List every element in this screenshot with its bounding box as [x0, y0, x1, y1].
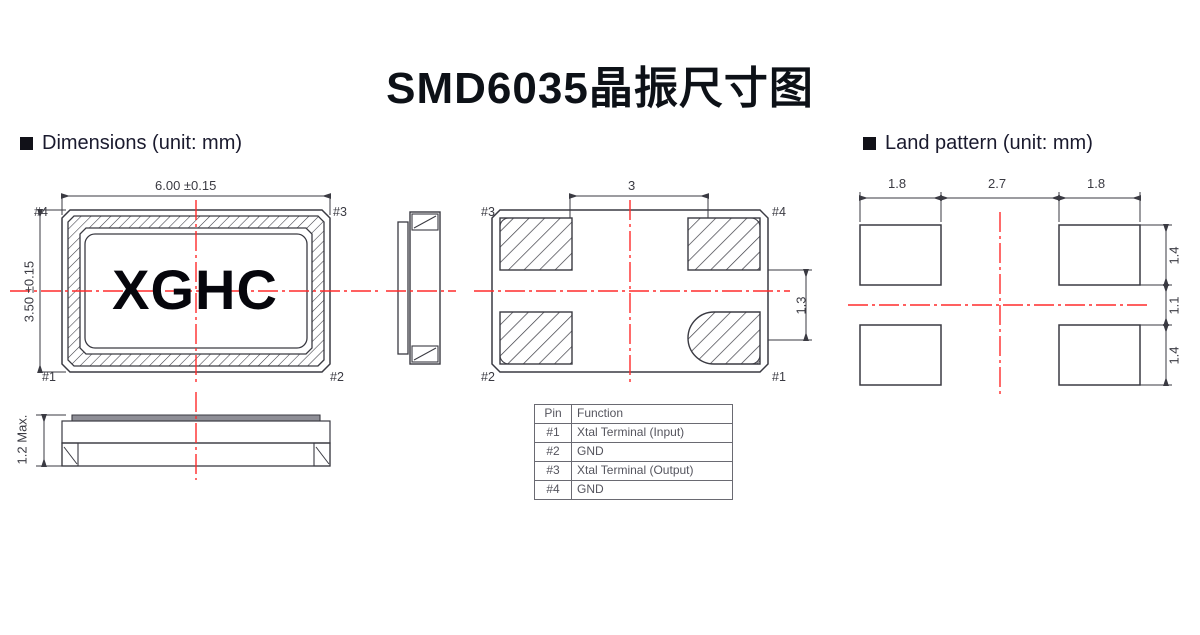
table-cell-pin: #3 [534, 461, 572, 481]
bottom-view-pad-2 [499, 311, 573, 365]
top-view-width-dimension [61, 193, 331, 215]
bottom-view-pad-4 [687, 217, 761, 271]
table-cell-function: GND [571, 480, 733, 500]
dim-land-pattern-h-1: 1.8 [888, 176, 907, 191]
table-cell-function: Xtal Terminal (Output) [571, 461, 733, 481]
square-bullet-icon [20, 137, 33, 150]
pin-label-bottom-view-4: #4 [772, 205, 786, 219]
top-view-height-dimension [37, 209, 66, 373]
table-row: #2 GND [534, 442, 733, 462]
land-pattern-centerlines [848, 212, 1148, 398]
side-view [397, 211, 441, 365]
table-row: #3 Xtal Terminal (Output) [534, 461, 733, 481]
pin-label-top-view-4: #4 [34, 205, 48, 219]
pin-label-bottom-view-1: #1 [772, 370, 786, 384]
dim-bottom-view-pad-height: 1.3 [793, 296, 809, 315]
land-pad-bottom-left [859, 324, 942, 386]
dim-bottom-view-pitch: 3 [628, 178, 636, 193]
front-view [61, 414, 331, 467]
table-row: #1 Xtal Terminal (Input) [534, 423, 733, 443]
table-header-function: Function [571, 404, 733, 424]
bottom-view-pad-1 [687, 311, 761, 365]
section-header-dimensions: Dimensions (unit: mm) [20, 132, 242, 155]
pin-label-bottom-view-3: #3 [481, 205, 495, 219]
pin-function-table: Pin Function #1 Xtal Terminal (Input) #2… [534, 404, 733, 500]
device-marking-text: XGHC [112, 258, 278, 321]
section-header-land-pattern-label: Land pattern (unit: mm) [885, 132, 1093, 154]
table-row: #4 GND [534, 480, 733, 500]
pin-label-bottom-view-2: #2 [481, 370, 495, 384]
table-header-pin: Pin [534, 404, 572, 424]
section-header-land-pattern: Land pattern (unit: mm) [863, 132, 1093, 155]
table-cell-pin: #1 [534, 423, 572, 443]
bottom-view-pitch-dimension [569, 193, 709, 218]
table-header-row: Pin Function [534, 404, 733, 424]
table-cell-pin: #2 [534, 442, 572, 462]
table-cell-function: GND [571, 442, 733, 462]
pin-label-top-view-1: #1 [42, 370, 56, 384]
land-pad-top-right [1058, 224, 1141, 286]
table-cell-function: Xtal Terminal (Input) [571, 423, 733, 443]
front-view-height-dimension [36, 414, 66, 467]
dim-land-pattern-v-2: 1.1 [1166, 296, 1182, 315]
dim-land-pattern-h-3: 1.8 [1087, 176, 1106, 191]
bottom-view-centerlines [474, 200, 790, 386]
bottom-view-pad-3 [499, 217, 573, 271]
dim-land-pattern-v-3: 1.4 [1166, 346, 1182, 365]
pin-label-top-view-2: #2 [330, 370, 344, 384]
dim-land-pattern-h-2: 2.7 [988, 176, 1007, 191]
dim-top-view-width: 6.00 ±0.15 [155, 178, 217, 193]
section-header-dimensions-label: Dimensions (unit: mm) [42, 132, 243, 154]
land-pad-top-left [859, 224, 942, 286]
bottom-view [491, 209, 769, 373]
land-pattern-horizontal-dimensions [859, 192, 1141, 222]
page-title: SMD6035晶振尺寸图 [386, 64, 814, 113]
table-cell-pin: #4 [534, 480, 572, 500]
land-pad-bottom-right [1058, 324, 1141, 386]
dim-land-pattern-v-1: 1.4 [1166, 246, 1182, 265]
dim-front-view-height: 1.2 Max. [14, 414, 30, 465]
pin-label-top-view-3: #3 [333, 205, 347, 219]
dim-top-view-height: 3.50 ±0.15 [21, 260, 37, 323]
land-pattern-view [859, 224, 1141, 386]
square-bullet-icon [863, 137, 876, 150]
